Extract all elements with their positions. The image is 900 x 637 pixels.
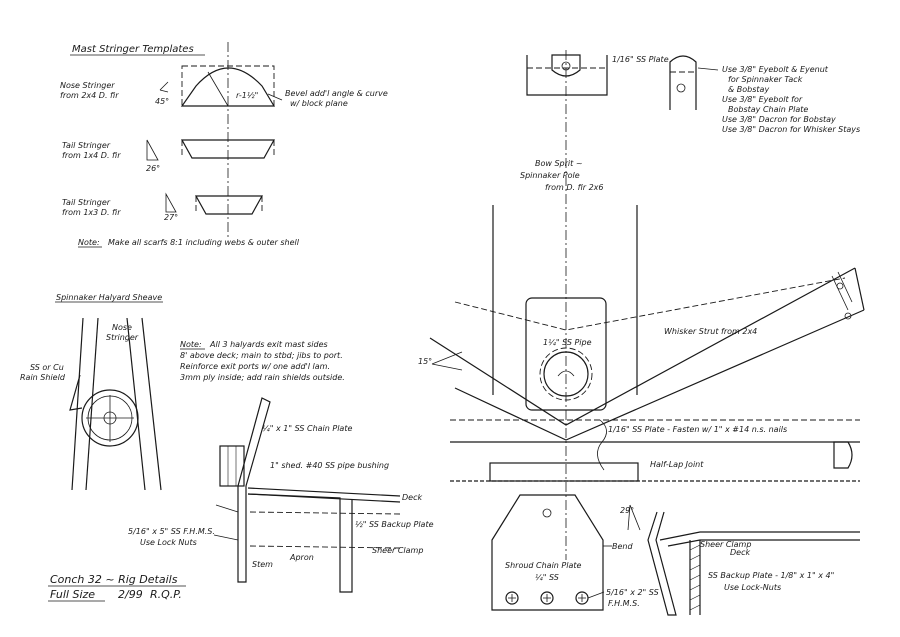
whisker-strut-bottom xyxy=(454,309,865,441)
templates-title: Mast Stringer Templates xyxy=(72,44,194,55)
tail-stringer-2-angle: 27° xyxy=(164,213,178,222)
nose-stringer-title: Nose Stringer xyxy=(60,81,115,90)
halyard-note-line3: Reinforce exit ports w/ one add'l lam. xyxy=(180,362,330,371)
templates-note-label: Note: xyxy=(78,238,100,247)
shroud-angle: 29° xyxy=(620,506,634,515)
bowsprit-title-1: Bow Sprit ~ xyxy=(535,159,583,168)
eye-note-5: Bobstay Chain Plate xyxy=(728,105,808,114)
eye-note-2: for Spinnaker Tack xyxy=(728,75,803,84)
halyard-note-line4: 3mm ply inside; add rain shields outside… xyxy=(180,373,345,382)
tail-stringer-1-shape xyxy=(180,139,276,159)
sheave-nose-2: Stringer xyxy=(106,333,139,342)
sheave-shield-1: SS or Cu xyxy=(30,363,64,372)
tail-stringer-1-title: Tail Stringer xyxy=(62,141,111,150)
bowsprit-detail: 1/16" SS Plate Use 3/8" Eyebolt & Eyenut… xyxy=(418,50,865,560)
sheave-nose-1: Nose xyxy=(112,323,132,332)
mast-stringer-templates: Mast Stringer Templates Nose Stringer fr… xyxy=(60,42,388,248)
bowsprit-title-3: from D. fir 2x6 xyxy=(545,183,604,192)
bevel-note-1: Bevel add'l angle & curve xyxy=(285,89,388,98)
shroud-backup: SS Backup Plate - 1/8" x 1" x 4" xyxy=(708,571,834,580)
sheave-title: Spinnaker Halyard Sheave xyxy=(56,293,162,302)
nose-radius: r-1½" xyxy=(236,91,258,100)
bowsprit-title-2: Spinnaker Pole xyxy=(520,171,580,180)
joint-label: Half-Lap Joint xyxy=(650,460,704,469)
pipe-bushing xyxy=(219,445,245,487)
sheer-clamp-label: Sheer Clamp xyxy=(372,546,423,555)
whisker-strut-top xyxy=(429,267,856,426)
chain-plate-label: ¼" x 1" SS Chain Plate xyxy=(262,424,352,433)
title-date: 2/99 xyxy=(118,588,143,601)
tail-stringer-2-shape xyxy=(194,195,264,215)
ss-pipe xyxy=(543,351,589,397)
shroud-bolts-1: 5/16" x 2" SS xyxy=(606,588,659,597)
center-plate xyxy=(525,297,607,411)
whisker-angle: 15° xyxy=(418,357,432,366)
shroud-title: Shroud Chain Plate xyxy=(505,561,582,570)
stem-label: Stem xyxy=(252,560,273,569)
eye-note-6: Use 3/8" Dacron for Bobstay xyxy=(722,115,836,124)
bevel-note-2: w/ block plane xyxy=(290,99,348,108)
sheave-wheel xyxy=(81,389,139,447)
eye-note-7: Use 3/8" Dacron for Whisker Stays xyxy=(722,125,860,134)
bushing-label: 1" shed. #40 SS pipe bushing xyxy=(270,461,389,470)
shroud-bolts-2: F.H.M.S. xyxy=(608,599,640,608)
half-lap-joint xyxy=(489,462,639,482)
eye-note-1: Use 3/8" Eyebolt & Eyenut xyxy=(722,65,829,74)
deck-label: Deck xyxy=(402,493,422,502)
bolts-label-1: 5/16" x 5" SS F.H.M.S. xyxy=(128,527,215,536)
title-block: Conch 32 ~ Rig Details Full Size 2/99 R.… xyxy=(48,573,186,602)
shroud-thickness: ¼" SS xyxy=(535,573,559,582)
rain-shield xyxy=(69,374,83,411)
title-initials: R.Q.P. xyxy=(150,588,182,601)
eye-note-4: Use 3/8" Eyebolt for xyxy=(722,95,803,104)
bend-label: Bend xyxy=(612,542,633,551)
spinnaker-halyard-sheave: Spinnaker Halyard Sheave Nose Stringer S… xyxy=(20,293,163,491)
nose-stringer-sub: from 2x4 D. fir xyxy=(60,91,119,100)
title-line2: Full Size xyxy=(50,588,95,601)
shroud-locknuts: Use Lock-Nuts xyxy=(724,583,781,592)
bolts-label-2: Use Lock Nuts xyxy=(140,538,197,547)
title-line1: Conch 32 ~ Rig Details xyxy=(50,573,178,586)
bowsprit-top-end xyxy=(526,55,608,96)
nose-angle: 45° xyxy=(155,97,169,106)
eye-note-3: & Bobstay xyxy=(728,85,769,94)
templates-note-text: Make all scarfs 8:1 including webs & out… xyxy=(108,238,300,247)
eye-fitting xyxy=(669,55,697,110)
nose-stringer-shape xyxy=(180,67,276,107)
sheave-shield-2: Rain Shield xyxy=(20,373,66,382)
top-plate-label: 1/16" SS Plate xyxy=(612,55,669,64)
tail-stringer-2-sub: from 1x3 D. fir xyxy=(62,208,121,217)
apron-label: Apron xyxy=(289,553,314,562)
tail-stringer-2-title: Tail Stringer xyxy=(62,198,111,207)
stem-chain-plate-detail: ¼" x 1" SS Chain Plate 1" shed. #40 SS p… xyxy=(128,397,434,593)
halyard-note-label: Note: xyxy=(180,340,202,349)
whisker-label: Whisker Strut from 2x4 xyxy=(664,327,757,336)
shroud-chain-plate-detail: Shroud Chain Plate ¼" SS Bend 5/16" x 2"… xyxy=(491,494,860,616)
tail-stringer-1-sub: from 1x4 D. fir xyxy=(62,151,121,160)
shroud-sheer-clamp: Sheer Clamp xyxy=(700,540,751,549)
pipe-label: 1¼" SS Pipe xyxy=(543,338,592,347)
shroud-deck: Deck xyxy=(730,548,750,557)
halyard-note-line2: 8' above deck; main to stbd; jibs to por… xyxy=(180,351,343,360)
halyard-note: Note: All 3 halyards exit mast sides 8' … xyxy=(180,340,345,382)
plate-note: 1/16" SS Plate - Fasten w/ 1" x #14 n.s.… xyxy=(608,425,787,434)
shroud-plate-shape xyxy=(491,494,604,611)
halyard-note-line1: All 3 halyards exit mast sides xyxy=(209,340,328,349)
tail-stringer-1-angle: 26° xyxy=(146,164,160,173)
backup-plate-label: ½" SS Backup Plate xyxy=(355,520,434,529)
shroud-side-strap xyxy=(647,511,677,616)
